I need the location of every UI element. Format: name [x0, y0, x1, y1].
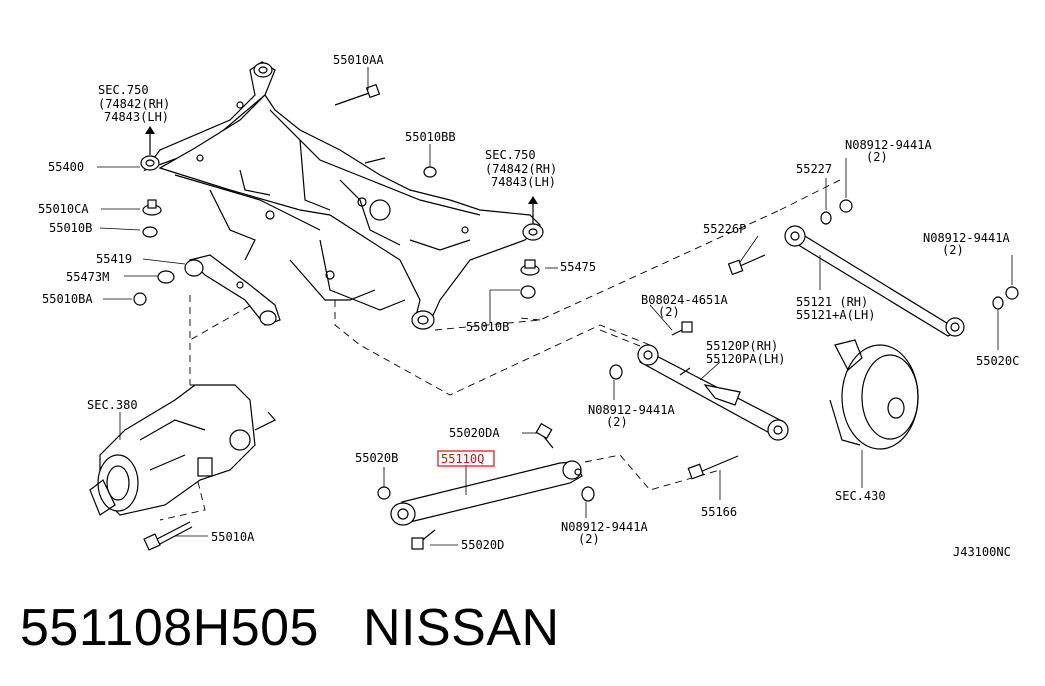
label-55110Q[interactable]: 55110Q — [441, 452, 484, 466]
rear-lower-link-55110Q — [390, 460, 583, 526]
part-caption: 551108H505 NISSAN — [20, 598, 604, 658]
label-n08912-top-qty: (2) — [866, 150, 888, 164]
leader-lines — [97, 67, 1013, 546]
upper-link-55121 — [784, 199, 1019, 337]
label-55120PA[interactable]: 55120PA(LH) — [706, 352, 785, 366]
link-55419 — [184, 254, 281, 326]
bolt-55226P — [727, 254, 766, 276]
label-sec750-right-lh: 74843(LH) — [491, 175, 556, 189]
label-n08912-mid-qty: (2) — [606, 415, 628, 429]
label-55020D[interactable]: 55020D — [461, 538, 504, 552]
label-55226P[interactable]: 55226P — [703, 222, 746, 236]
bolt-55166 — [687, 455, 739, 480]
sec750-arrows — [145, 126, 538, 224]
label-b08024[interactable]: B08024-4651A — [641, 293, 728, 307]
highlight-box-55110Q — [437, 450, 495, 467]
label-55010AA[interactable]: 55010AA — [333, 53, 384, 67]
diagram-code: J43100NC — [953, 545, 1011, 559]
label-n08912-mid[interactable]: N08912-9441A — [588, 403, 675, 417]
dashed-guide-lines — [159, 179, 841, 521]
hardware-nuts-washers — [133, 166, 540, 306]
brand-name: NISSAN — [362, 599, 560, 657]
label-55419[interactable]: 55419 — [96, 252, 132, 266]
label-n08912-bottom-qty: (2) — [578, 532, 600, 546]
label-55020B[interactable]: 55020B — [355, 451, 398, 465]
label-n08912-right[interactable]: N08912-9441A — [923, 231, 1010, 245]
label-sec380[interactable]: SEC.380 — [87, 398, 138, 412]
label-55020C[interactable]: 55020C — [976, 354, 1019, 368]
label-55010B-left[interactable]: 55010B — [49, 221, 92, 235]
label-55473M[interactable]: 55473M — [66, 270, 109, 284]
label-n08912-right-qty: (2) — [942, 243, 964, 257]
label-n08912-top[interactable]: N08912-9441A — [845, 138, 932, 152]
callout-labels: SEC.750 (74842(RH) 74843(LH) 55010AA 550… — [38, 53, 1019, 559]
label-sec750-left-lh: 74843(LH) — [104, 110, 169, 124]
label-55010BB[interactable]: 55010BB — [405, 130, 456, 144]
label-sec430[interactable]: SEC.430 — [835, 489, 886, 503]
label-sec750-right[interactable]: SEC.750 — [485, 148, 536, 162]
label-55010BA[interactable]: 55010BA — [42, 292, 93, 306]
link-55120P — [609, 321, 789, 441]
bolt-55010A — [143, 521, 193, 551]
rear-suspension-member — [140, 61, 544, 330]
label-55121-lh[interactable]: 55121+A(LH) — [796, 308, 875, 322]
label-b08024-qty: (2) — [658, 305, 680, 319]
axle-hub — [829, 339, 919, 450]
part-number: 551108H505 — [20, 599, 319, 657]
label-55010B-center[interactable]: 55010B — [466, 320, 509, 334]
differential-assembly — [89, 384, 276, 516]
label-55120P[interactable]: 55120P(RH) — [706, 339, 778, 353]
label-55010A[interactable]: 55010A — [211, 530, 255, 544]
label-sec750-left-rh: (74842(RH) — [98, 97, 170, 111]
label-55010CA[interactable]: 55010CA — [38, 202, 89, 216]
label-sec750-right-rh: (74842(RH) — [485, 162, 557, 176]
label-n08912-bottom[interactable]: N08912-9441A — [561, 520, 648, 534]
label-55020DA[interactable]: 55020DA — [449, 426, 500, 440]
label-sec750-left[interactable]: SEC.750 — [98, 83, 149, 97]
label-55227[interactable]: 55227 — [796, 162, 832, 176]
label-55475[interactable]: 55475 — [560, 260, 596, 274]
label-55166[interactable]: 55166 — [701, 505, 737, 519]
label-55121-rh[interactable]: 55121 (RH) — [796, 295, 868, 309]
label-55400[interactable]: 55400 — [48, 160, 84, 174]
